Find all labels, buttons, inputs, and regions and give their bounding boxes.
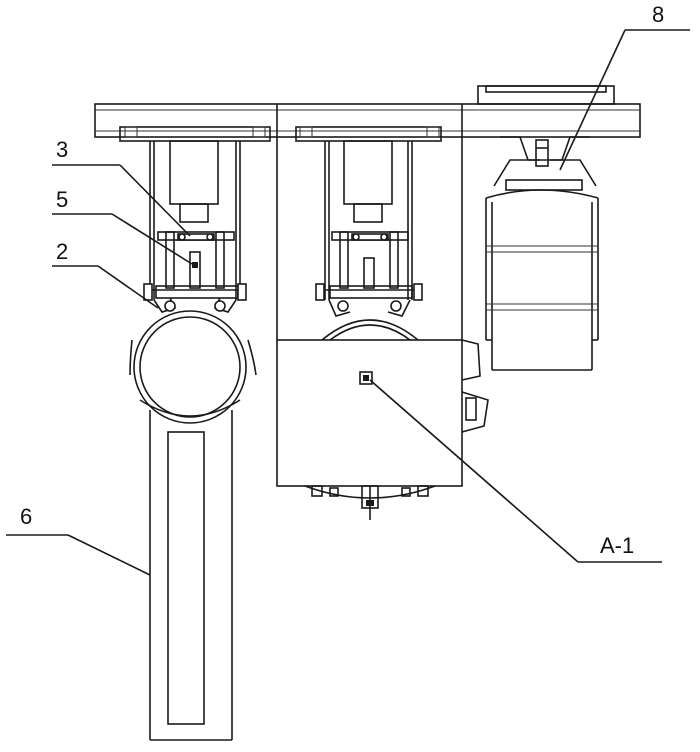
left-pipe bbox=[129, 310, 257, 424]
leader-lines bbox=[6, 29, 690, 576]
top-beam bbox=[94, 103, 641, 138]
left-gripper-assembly bbox=[119, 126, 271, 313]
callout-label-8: 8 bbox=[652, 2, 664, 27]
callout-label-5: 5 bbox=[56, 187, 68, 212]
callout-label-2: 2 bbox=[56, 239, 68, 264]
callout-label-a1: A-1 bbox=[600, 533, 634, 558]
right-drum-assembly bbox=[477, 85, 615, 371]
callout-label-6: 6 bbox=[20, 504, 32, 529]
center-box bbox=[276, 339, 489, 520]
callout-label-3: 3 bbox=[56, 137, 68, 162]
middle-gripper-assembly bbox=[276, 126, 463, 341]
vertical-arm bbox=[149, 410, 233, 741]
